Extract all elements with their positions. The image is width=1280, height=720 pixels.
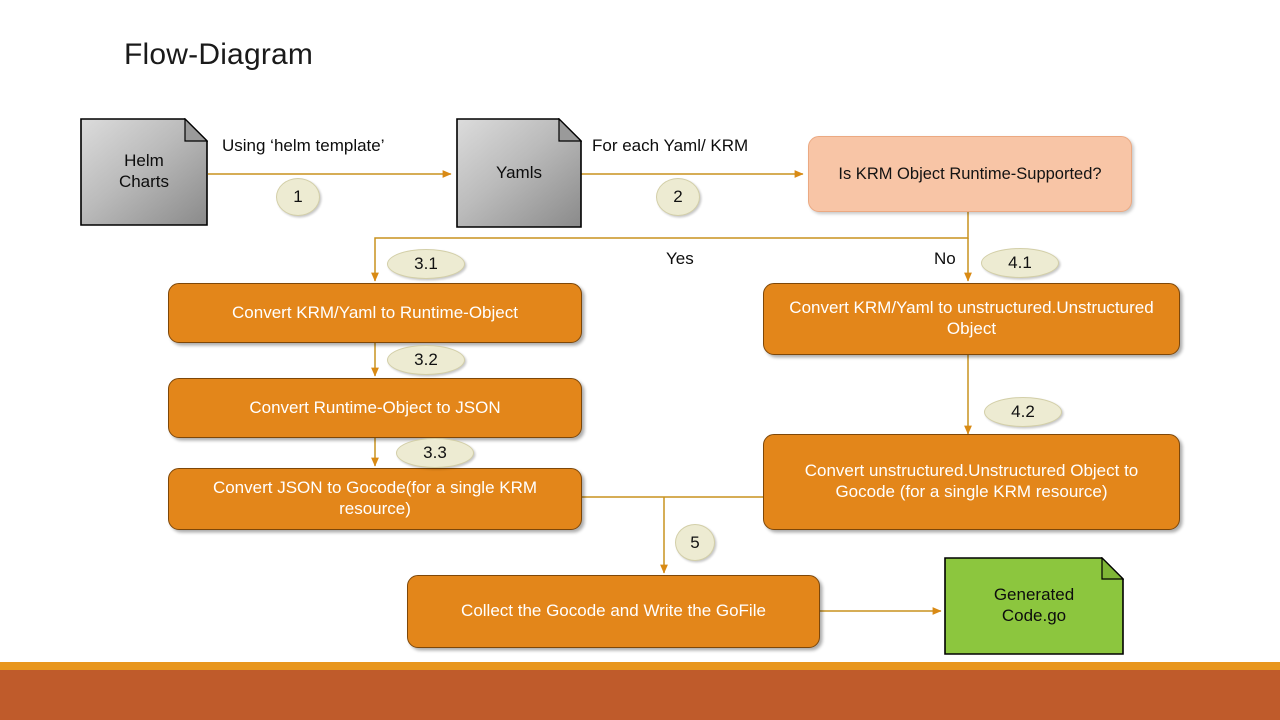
node-convert-unstructured-label: Convert KRM/Yaml to unstructured.Unstruc… [789,298,1154,338]
footer-bar [0,670,1280,720]
node-decision-label: Is KRM Object Runtime-Supported? [838,164,1102,183]
node-generated-code[interactable]: Generated Code.go [944,557,1124,655]
node-collect-gocode[interactable]: Collect the Gocode and Write the GoFile [407,575,820,648]
step-badge-5: 5 [675,524,715,561]
edge-label-yes: Yes [666,249,694,268]
edge-yes-branch [371,212,969,282]
node-json-to-gocode[interactable]: Convert JSON to Gocode(for a single KRM … [168,468,582,530]
footer-stripe [0,662,1280,671]
step-badge-3-3: 3.3 [396,438,474,468]
node-runtime-to-json[interactable]: Convert Runtime-Object to JSON [168,378,582,438]
label-line-2: Charts [118,172,170,191]
node-helm-charts[interactable]: Helm Charts [80,118,208,226]
document-shape-icon [456,118,582,228]
edge-label-helm-to-yamls: Using ‘helm template’ [222,136,385,155]
edge-label-no: No [934,249,956,268]
step-badge-3-1: 3.1 [387,249,465,279]
label-line-1: Generated [993,585,1075,605]
node-helm-charts-label: Helm Charts [109,151,179,192]
node-convert-runtime-object-label: Convert KRM/Yaml to Runtime-Object [232,302,518,322]
page-title: Flow-Diagram [124,38,314,71]
node-collect-gocode-label: Collect the Gocode and Write the GoFile [461,601,766,621]
node-runtime-to-json-label: Convert Runtime-Object to JSON [249,397,501,417]
node-unstructured-to-gocode-label: Convert unstructured.Unstructured Object… [804,461,1139,501]
node-unstructured-to-gocode[interactable]: Convert unstructured.Unstructured Object… [763,434,1180,530]
node-convert-runtime-object[interactable]: Convert KRM/Yaml to Runtime-Object [168,283,582,343]
step-badge-1: 1 [276,178,320,216]
node-generated-code-label: Generated Code.go [984,585,1084,626]
node-yamls-label: Yamls [496,162,542,182]
node-json-to-gocode-label: Convert JSON to Gocode(for a single KRM … [212,478,538,518]
node-yamls[interactable]: Yamls [456,118,582,228]
document-shape-icon [80,118,208,226]
step-badge-2: 2 [656,178,700,216]
edge-label-yamls-to-decision: For each Yaml/ KRM [592,136,749,155]
step-badge-3-2: 3.2 [387,345,465,375]
label-line-1: Helm [124,151,164,171]
step-badge-4-1: 4.1 [981,248,1059,278]
node-decision-runtime-supported[interactable]: Is KRM Object Runtime-Supported? [808,136,1132,212]
step-badge-4-2: 4.2 [984,397,1062,427]
node-convert-unstructured[interactable]: Convert KRM/Yaml to unstructured.Unstruc… [763,283,1180,355]
document-shape-icon [944,557,1124,655]
label-line-2: Code.go [1001,606,1067,625]
